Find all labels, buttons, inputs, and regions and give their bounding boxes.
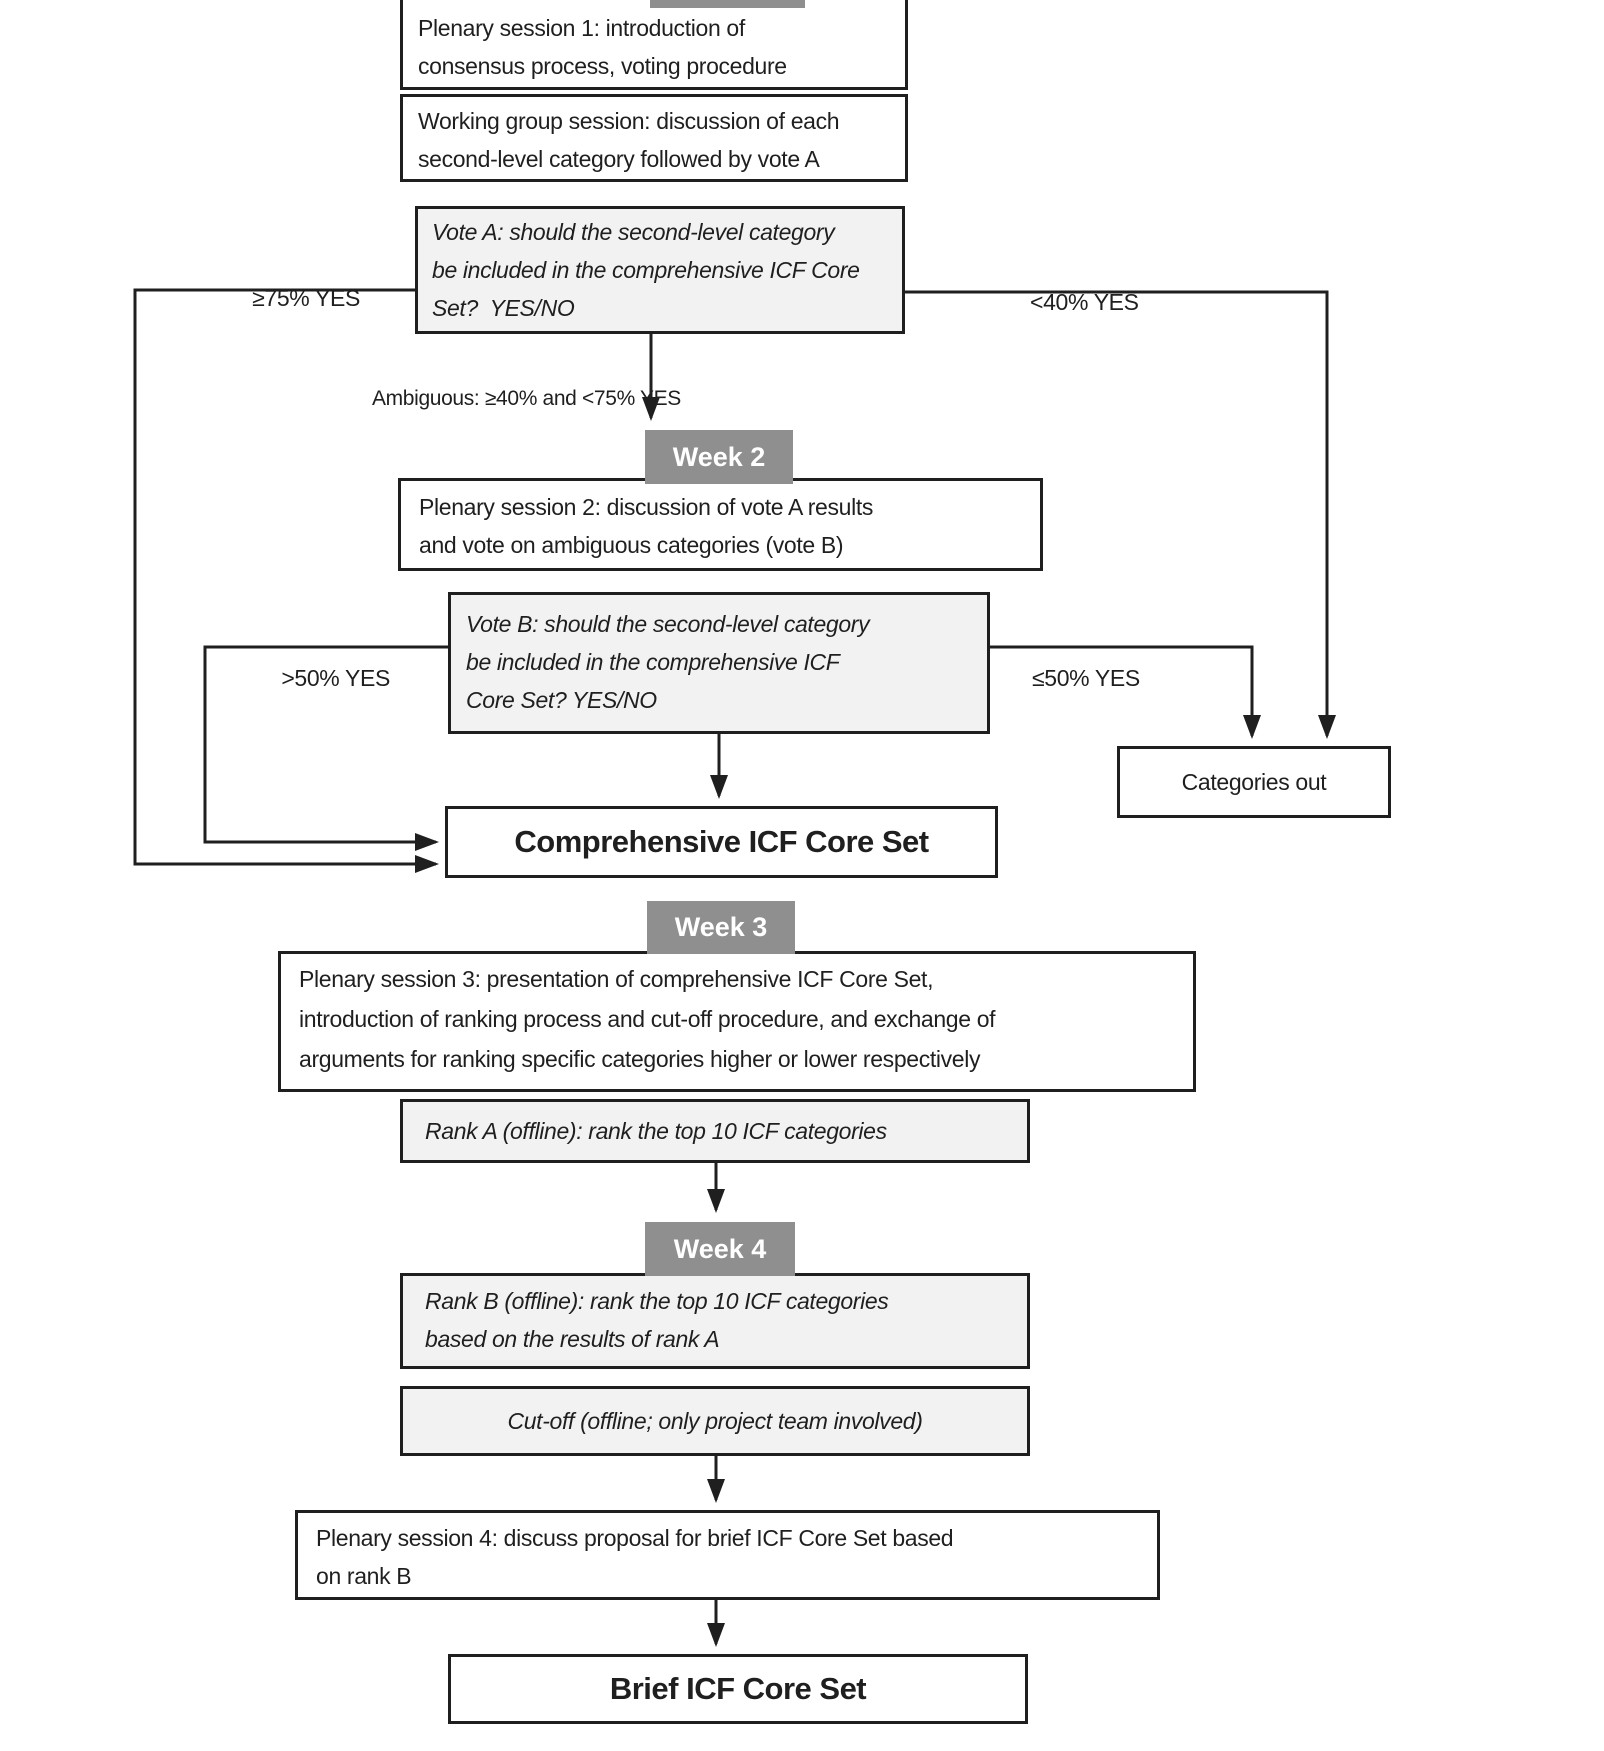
comprehensive-icf-core-set-box: Comprehensive ICF Core Set (445, 806, 998, 878)
vote-a-ambiguous-label: Ambiguous: ≥40% and <75% YES (372, 387, 681, 410)
week3-badge: Week 3 (647, 901, 795, 954)
brief-icf-core-set-box: Brief ICF Core Set (448, 1654, 1028, 1724)
vote-a-yes-label: ≥75% YES (252, 285, 360, 311)
plenary-session-3-box: Plenary session 3: presentation of compr… (278, 951, 1196, 1092)
week1-badge-clipped (650, 0, 805, 8)
vote-a-box: Vote A: should the second-level category… (415, 206, 905, 334)
week4-badge: Week 4 (645, 1222, 795, 1276)
rank-a-box: Rank A (offline): rank the top 10 ICF ca… (400, 1099, 1030, 1163)
plenary-session-4-box: Plenary session 4: discuss proposal for … (295, 1510, 1160, 1600)
vote-b-no-label: ≤50% YES (1032, 665, 1140, 691)
edge-voteB-gt50-to-comprehensive (203, 645, 448, 851)
working-group-session-box: Working group session: discussion of eac… (400, 94, 908, 182)
week2-badge: Week 2 (645, 430, 793, 484)
categories-out-box: Categories out (1117, 746, 1391, 818)
vote-b-yes-label: >50% YES (281, 665, 390, 691)
edge-voteA-ge75-to-comprehensive (133, 288, 439, 873)
edge-voteB-le50-to-categories-out (990, 645, 1261, 739)
plenary-session-2-box: Plenary session 2: discussion of vote A … (398, 478, 1043, 571)
vote-b-box: Vote B: should the second-level category… (448, 592, 990, 734)
plenary-session-1-box: Plenary session 1: introduction of conse… (400, 0, 908, 90)
rank-b-box: Rank B (offline): rank the top 10 ICF ca… (400, 1273, 1030, 1369)
cut-off-box: Cut-off (offline; only project team invo… (400, 1386, 1030, 1456)
edge-voteA-lt40-to-categories-out (905, 290, 1336, 739)
vote-a-no-label: <40% YES (1030, 289, 1139, 315)
